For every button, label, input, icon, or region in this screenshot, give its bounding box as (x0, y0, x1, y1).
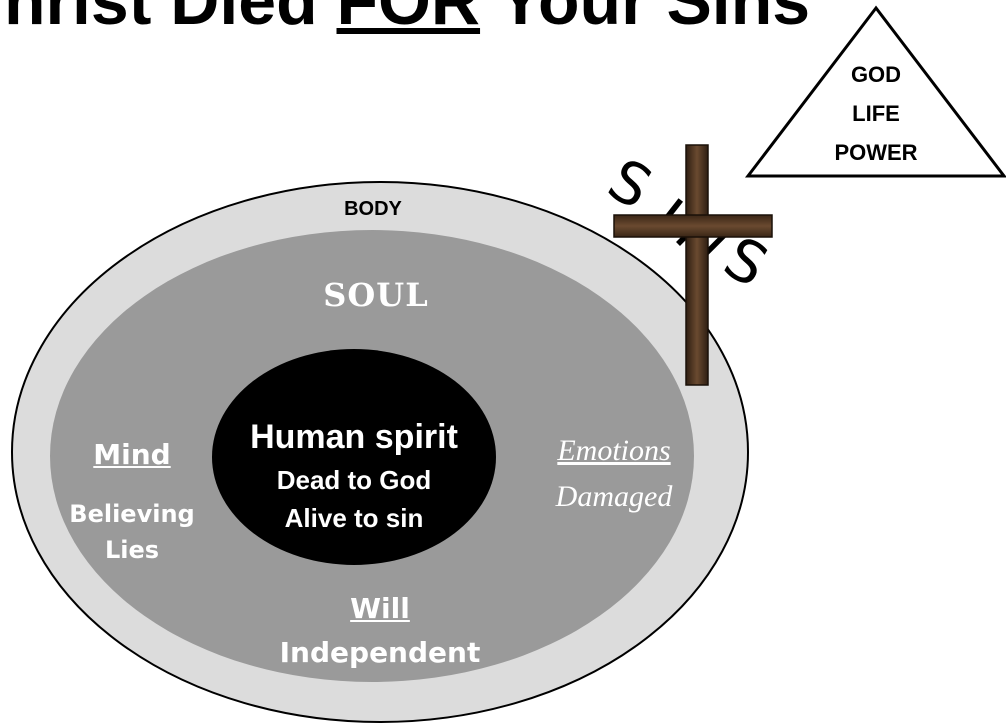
spirit-line1: Dead to God (276, 465, 432, 495)
mind-line2: Lies (104, 536, 160, 564)
mind-title: Mind (93, 438, 171, 471)
cross-icon (613, 144, 773, 386)
god-triangle (744, 5, 1006, 178)
triangle-life-label: LIFE (852, 101, 900, 126)
emotions-title: Emotions (557, 434, 671, 467)
triangle-power-label: POWER (834, 140, 918, 165)
emotions-line1: Damaged (555, 480, 673, 513)
spirit-line2: Alive to sin (284, 503, 424, 533)
sins-letter-s1: S (597, 145, 663, 222)
title-emphasis: FOR (336, 0, 481, 39)
triangle-god-label: GOD (850, 62, 902, 87)
will-line1: Independent (279, 636, 481, 669)
soul-label: SOUL (323, 276, 429, 314)
mind-line1: Believing (69, 500, 195, 528)
spirit-ellipse (212, 349, 496, 565)
spirit-title: Human spirit (250, 418, 458, 456)
body-label: BODY (344, 198, 402, 220)
page-title: hrist Died FOR Your Sins (0, 0, 1006, 40)
will-title: Will (350, 592, 410, 625)
